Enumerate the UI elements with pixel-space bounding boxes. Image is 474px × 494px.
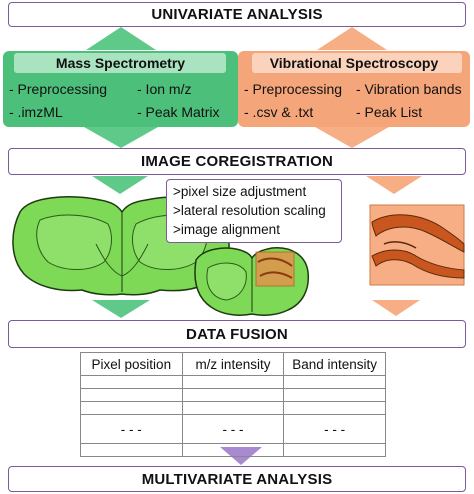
band-univariate-analysis: UNIVARIATE ANALYSIS (8, 2, 466, 27)
arrow-down-orange-2 (366, 176, 422, 194)
data-fusion-table: Pixel position m/z intensity Band intens… (80, 352, 386, 457)
arrow-up-green (86, 27, 156, 50)
mass-spec-item-imzml: - .imzML (9, 104, 63, 120)
arrow-down-orange (315, 127, 389, 148)
vibrational-spectroscopy-panel: Vibrational Spectroscopy - Preprocessing… (238, 51, 470, 127)
arrow-down-green (84, 127, 158, 148)
ellipsis-cell: - - - (80, 414, 183, 444)
header-band-intensity: Band intensity (283, 352, 386, 376)
mass-spec-item-peak-matrix: - Peak Matrix (137, 104, 220, 120)
ellipsis-cell: - - - (181, 414, 285, 444)
coreg-step-pixel-size: >pixel size adjustment (173, 184, 307, 199)
table-row (80, 388, 386, 402)
band-multivariate-analysis: MULTIVARIATE ANALYSIS (8, 466, 466, 492)
tissue-section-orange (369, 204, 465, 286)
band-image-coregistration: IMAGE COREGISTRATION (8, 148, 466, 175)
vibrational-spectroscopy-title-box (252, 53, 462, 73)
table-row (80, 443, 386, 457)
mass-spectrometry-title: Mass Spectrometry (55, 55, 186, 71)
mass-spectrometry-title-box (14, 53, 226, 73)
mass-spec-item-ion-mz: - Ion m/z (137, 81, 192, 97)
arrow-down-orange-3 (372, 300, 420, 316)
arrow-down-green-2 (92, 176, 148, 194)
brain-section-green-overlay (194, 247, 310, 316)
ellipsis-cell: - - - (283, 414, 386, 444)
coregistration-steps-box: >pixel size adjustment >lateral resoluti… (166, 179, 342, 243)
vib-spec-item-preprocessing: - Preprocessing (244, 81, 343, 97)
mass-spectrometry-panel: Mass Spectrometry - Preprocessing - .imz… (3, 51, 238, 127)
arrow-up-orange (317, 27, 387, 50)
table-header-row: Pixel position m/z intensity Band intens… (80, 352, 386, 376)
vib-spec-item-csv-txt: - .csv & .txt (244, 104, 314, 120)
header-mz-intensity: m/z intensity (181, 352, 285, 376)
mass-spec-item-preprocessing: - Preprocessing (9, 81, 108, 97)
table-row (80, 401, 386, 415)
arrow-down-green-3 (92, 300, 150, 318)
vibrational-spectroscopy-title: Vibrational Spectroscopy (269, 55, 439, 71)
vib-spec-item-peak-list: - Peak List (356, 104, 423, 120)
table-row (80, 375, 386, 389)
vib-spec-item-vibration-bands: - Vibration bands (356, 81, 462, 97)
table-row-ellipsis: - - - - - - - - - (80, 414, 386, 444)
header-pixel-position: Pixel position (80, 352, 183, 376)
coreg-step-image-alignment: >image alignment (173, 222, 280, 237)
coreg-step-lateral-resolution: >lateral resolution scaling (173, 203, 326, 218)
band-data-fusion: DATA FUSION (8, 320, 466, 348)
